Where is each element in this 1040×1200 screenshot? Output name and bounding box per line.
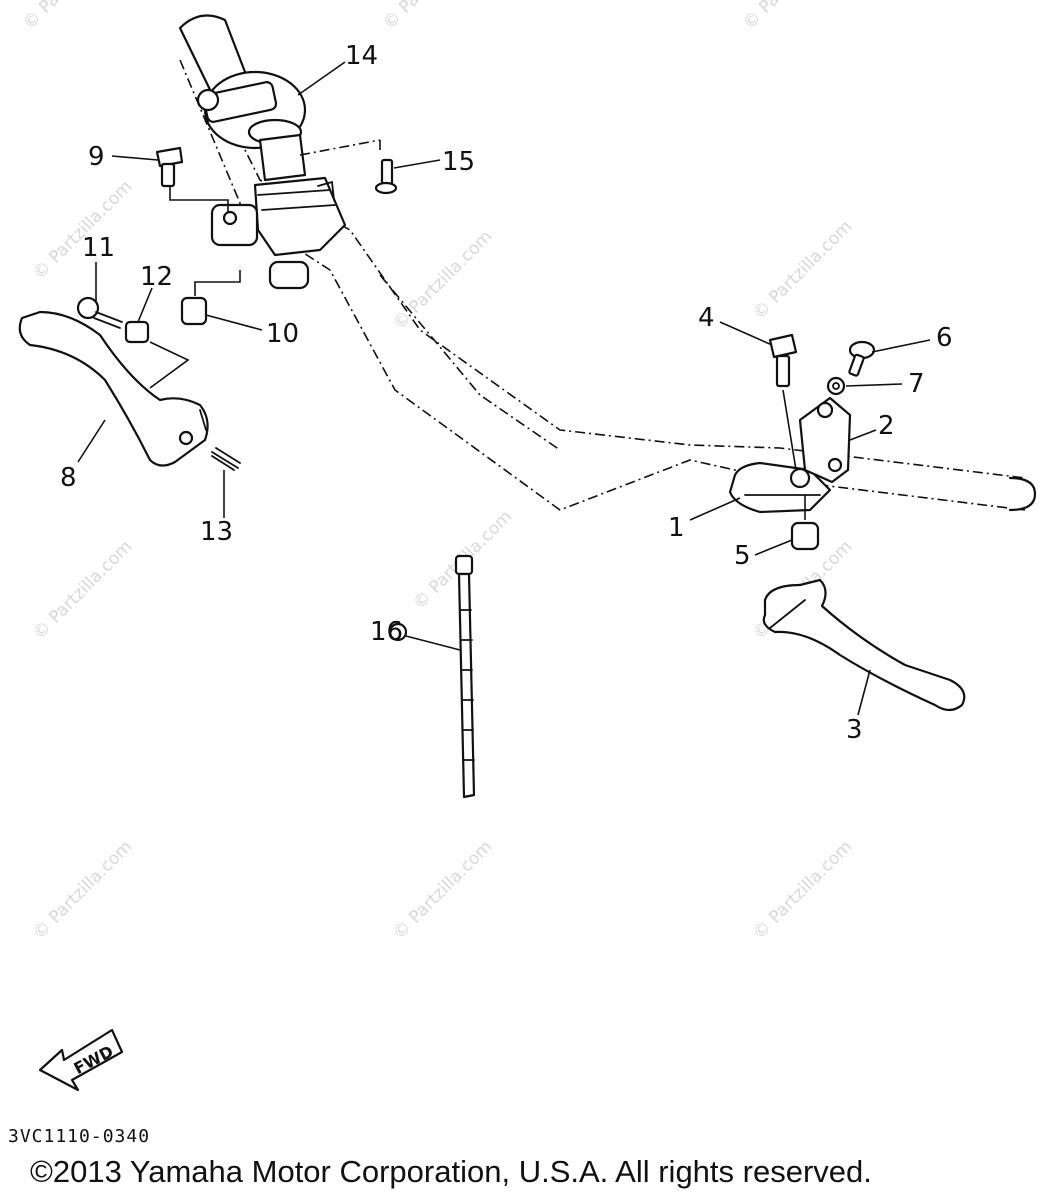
- callout-15: 15: [442, 147, 475, 177]
- leader-lines: [77, 61, 931, 716]
- watermark: © Partzilla.com: [29, 177, 136, 284]
- watermark: © Partzilla.com: [29, 837, 136, 944]
- watermark: © Partzilla.com: [739, 0, 846, 34]
- watermark-layer: © Partzilla.com © Partzilla.com © Partzi…: [19, 0, 856, 944]
- watermark: © Partzilla.com: [749, 837, 856, 944]
- callout-6: 6: [936, 323, 953, 353]
- screw-15: [374, 158, 398, 195]
- callout-14: 14: [345, 41, 378, 71]
- leader-10-link: [194, 270, 241, 296]
- callout-10: 10: [266, 319, 299, 349]
- fwd-arrow: FWD: [38, 1028, 124, 1092]
- diagram-code: 3VC1110-0340: [8, 1126, 151, 1147]
- watermark: © Partzilla.com: [379, 0, 486, 34]
- copyright-text: ©2013 Yamaha Motor Corporation, U.S.A. A…: [30, 1154, 872, 1189]
- screw-13: [211, 447, 241, 471]
- cable-tie: [388, 554, 476, 799]
- nut-12: [124, 320, 150, 344]
- clutch-lever: [18, 310, 209, 467]
- nut-5: [790, 521, 820, 551]
- lever-bracket: [728, 396, 852, 514]
- bolt-4: [768, 333, 798, 388]
- leader-9-link: [169, 185, 229, 212]
- callouts: 14 9 15 11 12 10 8 13 4 6 7 2 1 5 3 16: [60, 41, 953, 745]
- watermark: © Partzilla.com: [389, 837, 496, 944]
- callout-2: 2: [878, 411, 895, 441]
- callout-8: 8: [60, 463, 77, 493]
- nut-10: [180, 296, 208, 326]
- watermark: © Partzilla.com: [19, 0, 126, 34]
- leader-12-link: [149, 341, 190, 389]
- callout-3: 3: [846, 715, 863, 745]
- callout-4: 4: [698, 303, 715, 333]
- watermark: © Partzilla.com: [29, 537, 136, 644]
- callout-1: 1: [668, 513, 685, 543]
- callout-12: 12: [140, 262, 173, 292]
- throttle-assembly: [178, 14, 307, 182]
- callout-9: 9: [88, 142, 105, 172]
- callout-7: 7: [908, 369, 925, 399]
- callout-5: 5: [734, 541, 751, 571]
- bolt-11: [76, 296, 123, 329]
- callout-13: 13: [200, 517, 233, 547]
- brake-lever: [762, 578, 966, 712]
- bolt-9: [155, 146, 184, 188]
- watermark: © Partzilla.com: [749, 217, 856, 324]
- watermark: © Partzilla.com: [389, 227, 496, 334]
- screw-6: [848, 340, 876, 377]
- washer-7: [826, 376, 846, 396]
- master-cylinder: [210, 176, 347, 290]
- callout-11: 11: [82, 233, 115, 263]
- leader-4-link: [782, 389, 797, 471]
- callout-16: 16: [370, 617, 403, 647]
